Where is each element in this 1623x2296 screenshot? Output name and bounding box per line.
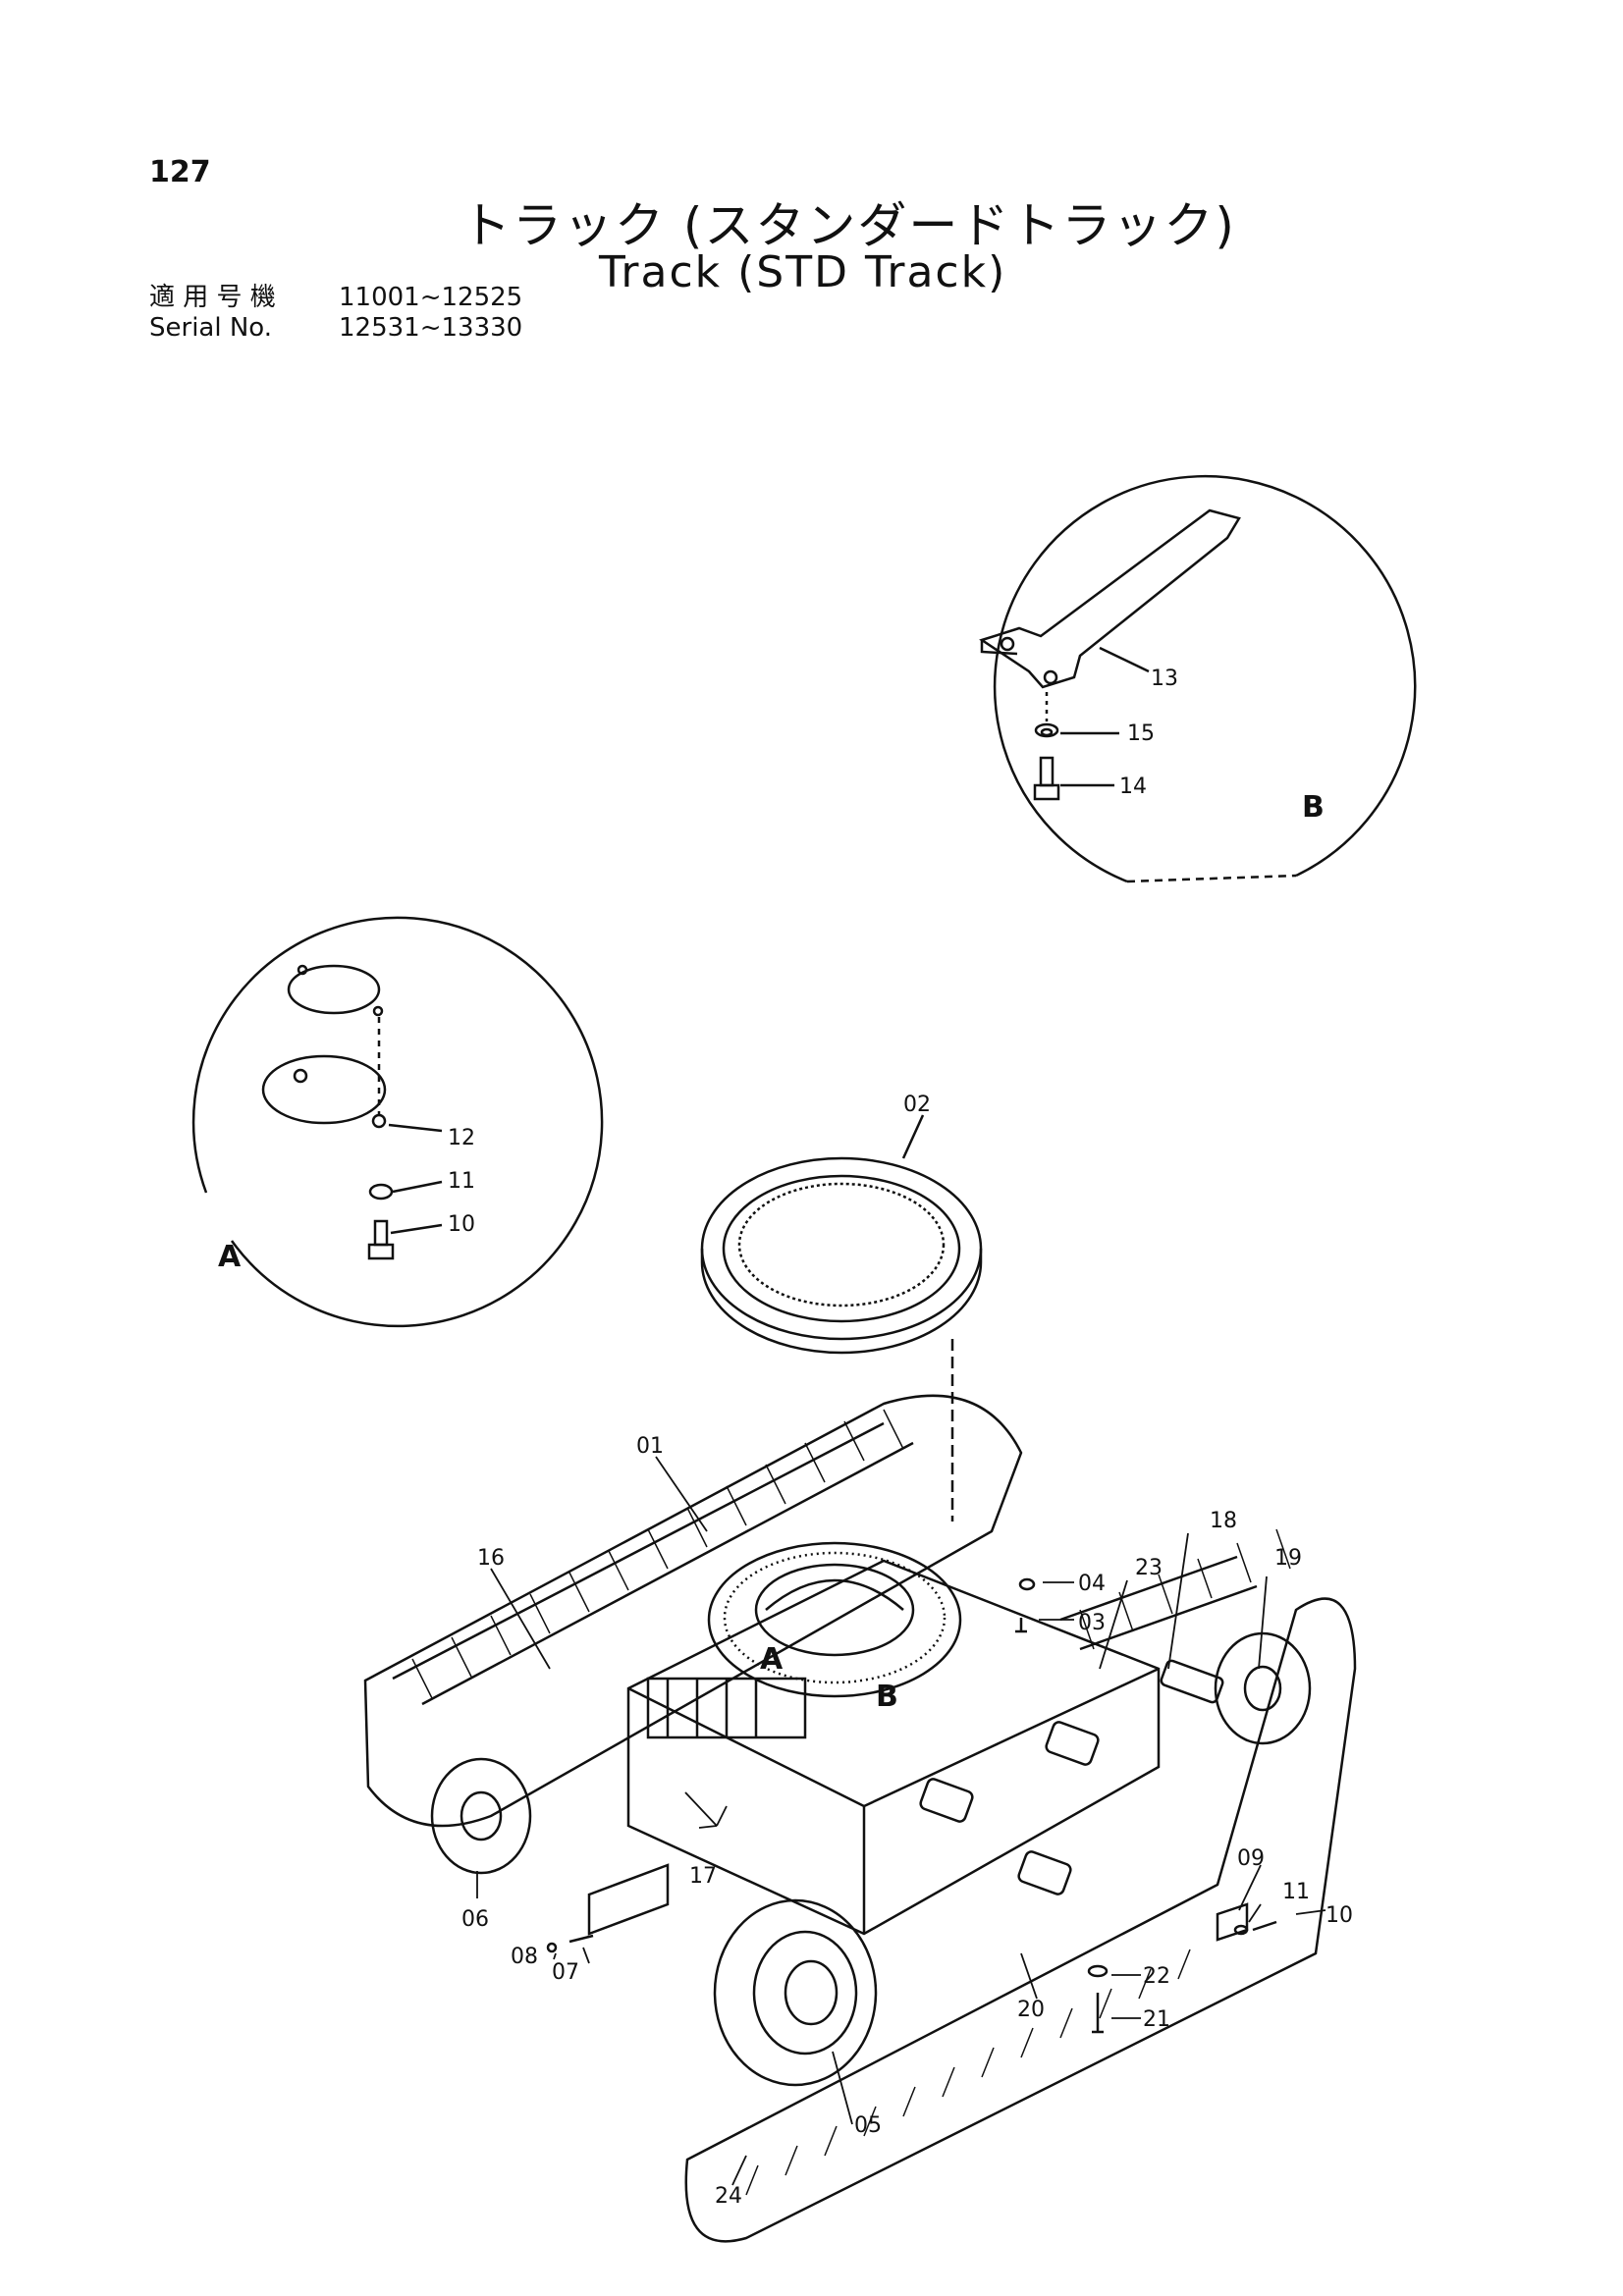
bolt-03	[1015, 1618, 1027, 1633]
serial-row: 適 用 号 機 11001~12525	[149, 283, 522, 313]
serial-number-block: 適 用 号 機 11001~12525 Serial No. 12531~133…	[149, 283, 522, 344]
callout-24: 24	[715, 2184, 742, 2209]
page-number: 127	[149, 155, 211, 189]
idler-left	[430, 1757, 532, 1875]
page-title-english: Track (STD Track)	[599, 247, 1007, 297]
callout-01: 01	[636, 1434, 664, 1459]
ring-plate	[287, 964, 381, 1015]
callout-02: 02	[903, 1093, 931, 1117]
callout-13: 13	[1151, 667, 1178, 691]
callout-05: 05	[854, 2113, 882, 2138]
callout-04: 04	[1078, 1572, 1106, 1596]
callout-17: 17	[689, 1864, 717, 1889]
washer-08	[546, 1942, 558, 1953]
pin-07	[568, 1934, 594, 1944]
washer-11b	[1233, 1924, 1249, 1936]
serial-row: Serial No. 12531~13330	[149, 313, 522, 344]
cover-06	[587, 1863, 670, 1936]
lock-washer-15	[1034, 722, 1059, 738]
idler-right	[1214, 1631, 1312, 1745]
washer-11	[368, 1183, 394, 1201]
serial-label: Serial No.	[149, 313, 272, 343]
callout-23: 23	[1135, 1556, 1163, 1580]
serial-label: 適 用 号 機	[149, 283, 276, 312]
callout-16: 16	[477, 1546, 505, 1571]
callout-15: 15	[1127, 721, 1155, 746]
bolt-21	[1092, 1993, 1104, 2034]
bolt-14	[1033, 756, 1060, 801]
callout-09: 09	[1237, 1846, 1265, 1871]
callout-06: 06	[461, 1907, 489, 1932]
page-title-japanese: トラック (スタンダードトラック)	[461, 197, 1236, 254]
callout-19: 19	[1274, 1546, 1302, 1571]
cover-plate-12	[261, 1054, 387, 1125]
center-frame	[626, 1559, 1161, 1936]
detail-a-letter: A	[218, 1240, 242, 1274]
detail-a-view	[191, 916, 604, 1328]
callout-18: 18	[1210, 1509, 1237, 1533]
detail-b-view	[979, 474, 1417, 883]
callout-14: 14	[1119, 774, 1147, 799]
serial-range: 11001~12525	[339, 283, 523, 312]
washer-22	[1087, 1964, 1109, 1978]
callout-22: 22	[1143, 1964, 1170, 1989]
left-track	[363, 1394, 1023, 1828]
crawler-undercarriage	[363, 1394, 1357, 2243]
right-track	[684, 1597, 1357, 2243]
travel-motor-05	[713, 1898, 878, 2087]
callout-12: 12	[448, 1126, 475, 1150]
serial-range: 12531~13330	[339, 313, 523, 343]
callout-10: 10	[448, 1212, 475, 1237]
bolt-10b	[1252, 1920, 1277, 1932]
callout-10b: 10	[1325, 1903, 1353, 1928]
callout-08: 08	[511, 1945, 538, 1969]
swing-bearing	[700, 1114, 983, 1522]
callout-20: 20	[1017, 1998, 1045, 2022]
callout-07: 07	[552, 1960, 579, 1985]
detail-a-reference: A	[760, 1642, 784, 1677]
bolt-10	[373, 1219, 389, 1247]
callout-21: 21	[1143, 2007, 1170, 2032]
detail-b-letter: B	[1302, 790, 1325, 825]
track-adjuster-cylinders	[919, 1659, 1224, 1896]
callout-11: 11	[448, 1169, 475, 1194]
turntable	[707, 1541, 962, 1698]
spanner-wrench	[979, 508, 1241, 689]
detail-b-reference: B	[876, 1680, 898, 1714]
washer-04	[1018, 1577, 1036, 1591]
callout-03: 03	[1078, 1611, 1106, 1635]
callout-11b: 11	[1282, 1880, 1310, 1904]
